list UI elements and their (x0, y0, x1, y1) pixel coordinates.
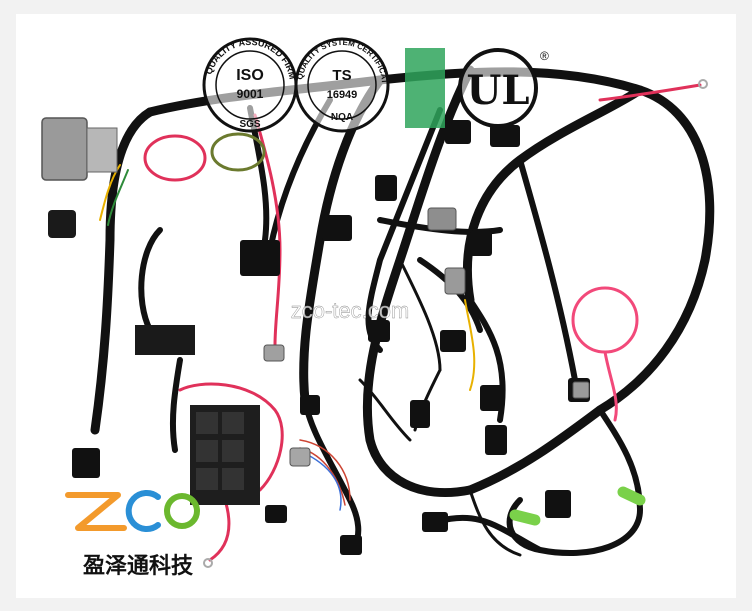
ts-label: TS (332, 67, 351, 84)
connectors (41, 79, 708, 568)
ul-label: UL (466, 67, 529, 114)
iso-9001-seal: QUALITY ASSURED FIRM ISO 9001 SGS (202, 37, 298, 133)
brand-chinese-name: 盈泽通科技 (82, 553, 194, 579)
zco-logo (65, 490, 200, 532)
ul-registered: ® (540, 49, 549, 63)
ts-footer: NQA (331, 112, 353, 123)
iso-footer: SGS (239, 119, 260, 130)
iso-label: ISO (236, 67, 264, 84)
watermark-text: zco-tec.com (291, 298, 410, 323)
ts-number: 16949 (327, 89, 358, 101)
iso-number: 9001 (237, 87, 264, 101)
ul-mark: UL ® (405, 48, 549, 128)
